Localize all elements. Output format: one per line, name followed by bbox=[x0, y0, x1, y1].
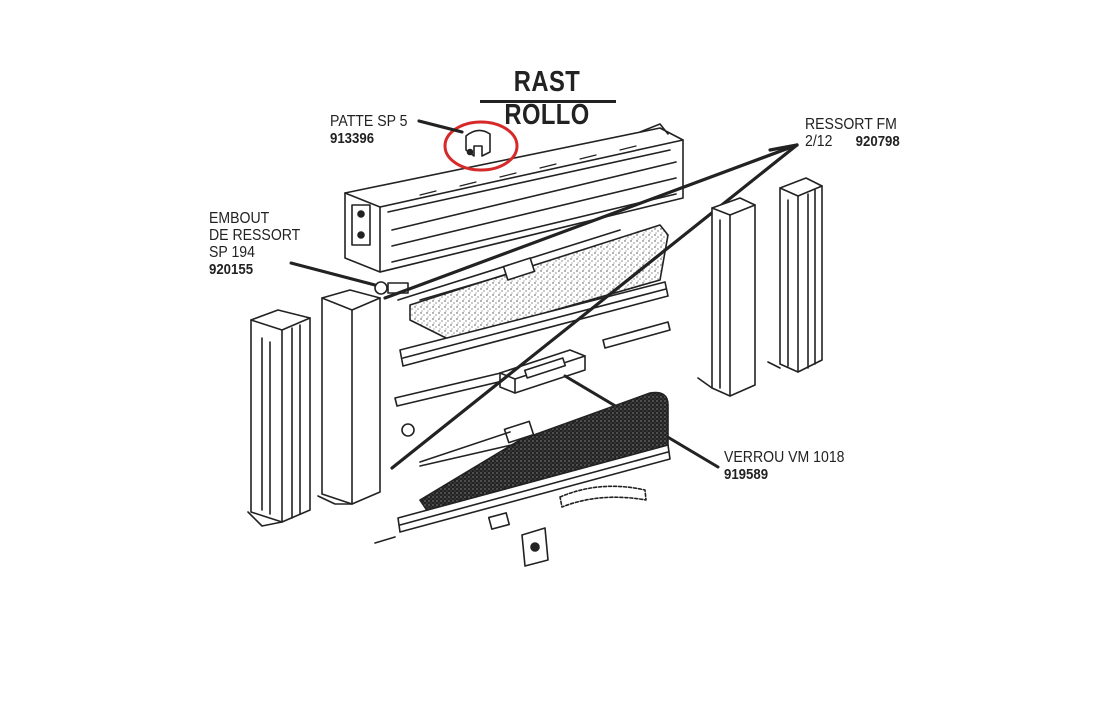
lower-blind-panel bbox=[374, 391, 671, 544]
label-embout-name-2: DE RESSORT bbox=[209, 227, 301, 244]
label-verrou-name: VERROU VM 1018 bbox=[724, 449, 845, 466]
label-ressort-row2: 2/12 920798 bbox=[805, 133, 900, 150]
label-embout-code: 920155 bbox=[209, 261, 254, 278]
left-outer-profile bbox=[247, 309, 311, 527]
diagram-title: RAST ROLLO bbox=[504, 66, 590, 131]
label-embout-name-1: EMBOUT bbox=[209, 210, 270, 227]
label-embout: EMBOUT DE RESSORT SP 194 920155 bbox=[209, 210, 300, 278]
patte-callout-line bbox=[417, 119, 464, 134]
small-parts bbox=[487, 485, 647, 567]
label-ressort-name-2: 2/12 bbox=[805, 133, 833, 150]
left-inner-profile bbox=[317, 289, 381, 505]
label-ressort: RESSORT FM 2/12 920798 bbox=[805, 116, 900, 150]
label-patte-code: 913396 bbox=[330, 130, 375, 147]
label-verrou: VERROU VM 1018 919589 bbox=[724, 449, 845, 483]
patte-bracket bbox=[465, 129, 491, 157]
lower-spring-rod bbox=[419, 442, 521, 467]
label-ressort-name-1: RESSORT FM bbox=[805, 116, 897, 133]
label-embout-name-3: SP 194 bbox=[209, 244, 255, 261]
label-patte-name: PATTE SP 5 bbox=[330, 113, 408, 130]
guide-rails bbox=[394, 321, 671, 407]
label-verrou-code: 919589 bbox=[724, 466, 769, 483]
right-inner-profile bbox=[697, 197, 756, 397]
ressort-callout-lines bbox=[383, 143, 799, 470]
patte-highlight-circle bbox=[443, 120, 519, 172]
label-patte: PATTE SP 5 913396 bbox=[330, 113, 407, 147]
upper-spring-rod bbox=[419, 274, 506, 301]
verrou-lock bbox=[499, 349, 586, 394]
right-outer-profile bbox=[767, 177, 823, 373]
embout-callout-line bbox=[289, 261, 377, 287]
cassette-housing bbox=[344, 123, 684, 273]
title-underline bbox=[480, 100, 616, 103]
label-ressort-code: 920798 bbox=[855, 133, 900, 150]
